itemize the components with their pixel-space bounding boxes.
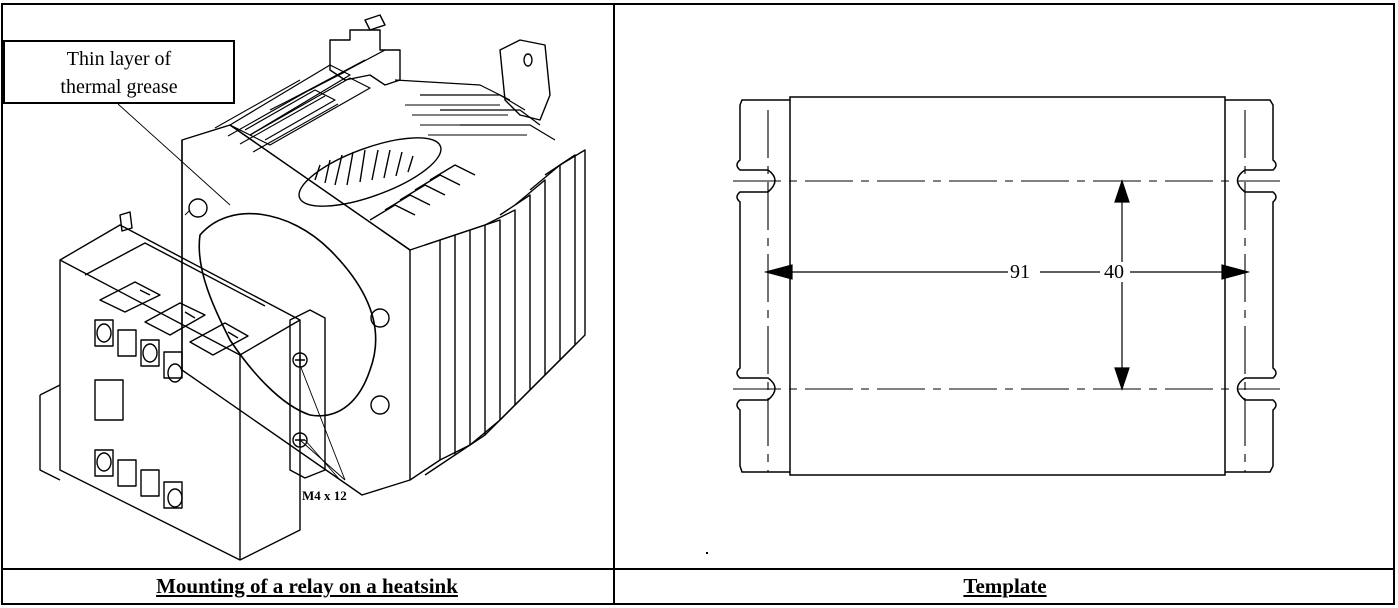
figure-frame: [1, 3, 1395, 605]
relay-heatsink-illustration: [39, 14, 586, 561]
caption-divider-right: [615, 568, 1395, 570]
caption-divider-left: [1, 568, 613, 570]
caption-template: Template: [963, 574, 1047, 598]
template-drawing: [733, 96, 1280, 476]
callout-line-1: Thin layer of: [66, 48, 172, 70]
panel-divider: [613, 3, 615, 605]
caption-relay-mounting: Mounting of a relay on a heatsink: [156, 574, 458, 598]
thermal-grease-callout: Thin layer of thermal grease: [3, 40, 235, 104]
dimension-height-label: 40: [1102, 261, 1126, 283]
dimension-width-label: 91: [1008, 261, 1032, 283]
bolt-size-label: M4 x 12: [302, 488, 347, 503]
callout-line-2: thermal grease: [60, 76, 178, 98]
stray-dot: [706, 552, 708, 554]
